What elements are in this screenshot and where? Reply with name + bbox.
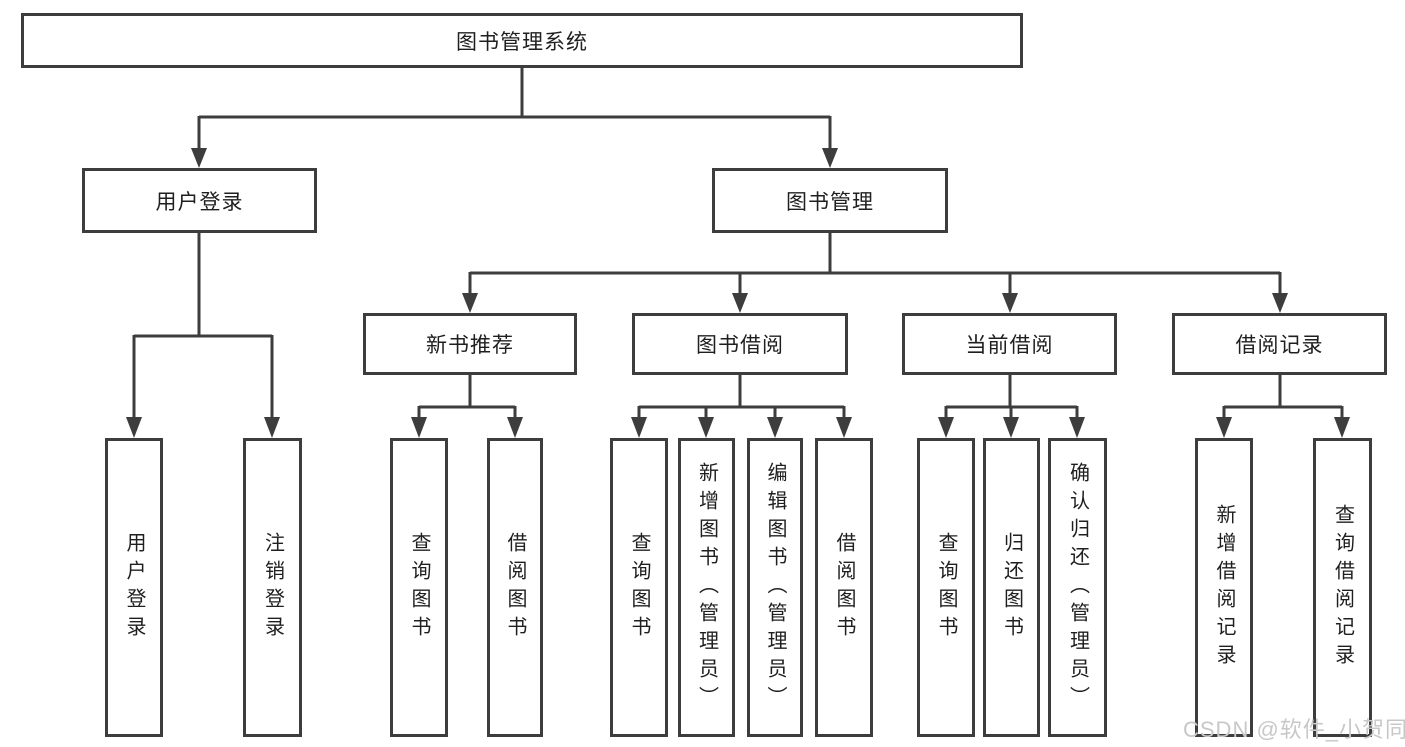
csdn-watermark: CSDN @软件_小贺同学 [1183,717,1405,742]
leaf-label: 新增图书（管理员） [695,461,718,714]
node-book-borrowing: 图书借阅 [632,313,848,375]
node-label: 图书管理系统 [456,30,588,54]
leaf-user-login: 用户登录 [105,438,163,737]
leaf-label: 编辑图书（管理员） [764,461,786,714]
node-new-book-recommendation: 新书推荐 [363,313,577,375]
leaf-label: 归还图书 [1000,531,1023,644]
node-borrowing-records: 借阅记录 [1172,313,1387,375]
leaf-label: 确认归还（管理员） [1066,461,1089,714]
leaf-label: 借阅图书 [504,531,526,644]
leaf-return-books: 归还图书 [983,438,1040,737]
node-label: 图书借阅 [696,334,784,357]
node-label: 图书管理 [786,190,874,214]
leaf-borrow-books: 借阅图书 [815,438,873,737]
leaf-logout: 注销登录 [243,438,302,737]
leaf-query-books: 查询图书 [610,438,668,737]
arrowheads [126,148,1350,438]
node-label: 借阅记录 [1235,334,1324,357]
leaf-query-books: 查询图书 [390,438,448,737]
leaf-query-borrow-record: 查询借阅记录 [1313,438,1372,737]
leaf-add-borrow-record: 新增借阅记录 [1195,438,1253,737]
node-book-management: 图书管理 [712,168,948,233]
leaf-edit-book-admin: 编辑图书（管理员） [747,438,803,737]
node-book-management-system: 图书管理系统 [21,13,1023,68]
leaf-borrow-books: 借阅图书 [487,438,543,737]
leaf-label: 查询图书 [935,531,957,644]
leaf-label: 注销登录 [261,531,284,644]
leaf-confirm-return-admin: 确认归还（管理员） [1048,438,1107,737]
leaf-label: 查询图书 [628,531,650,644]
leaf-label: 借阅图书 [833,531,855,644]
node-label: 当前借阅 [965,334,1054,357]
node-user-login: 用户登录 [82,168,317,233]
leaf-label: 查询借阅记录 [1331,503,1354,672]
leaf-label: 用户登录 [123,531,145,644]
leaf-label: 查询图书 [408,531,430,644]
node-label: 用户登录 [155,190,244,214]
leaf-label: 新增借阅记录 [1213,503,1235,672]
leaf-add-book-admin: 新增图书（管理员） [678,438,735,737]
leaf-query-books: 查询图书 [917,438,975,737]
node-current-borrowing: 当前借阅 [902,313,1117,375]
node-label: 新书推荐 [426,334,514,357]
